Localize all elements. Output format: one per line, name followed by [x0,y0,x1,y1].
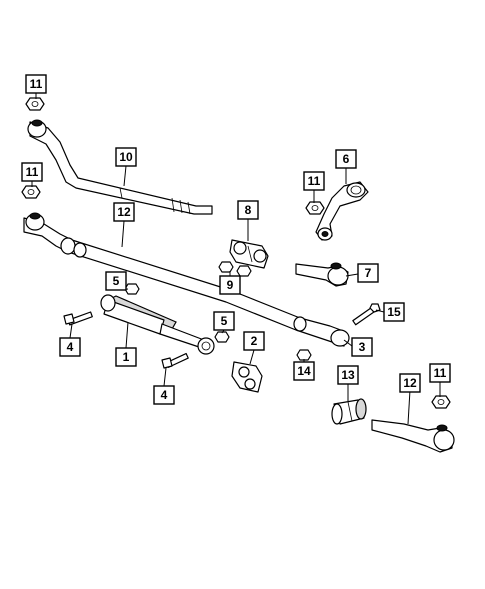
drag-link [23,212,350,347]
callout-label: 6 [343,152,350,166]
callout-9: 9 [219,275,241,295]
callout-label: 3 [359,340,366,354]
tie-rod-upper [27,119,213,215]
callout-11-mid-left: 11 [21,162,43,182]
callout-label: 4 [67,340,74,354]
callout-label: 2 [251,334,258,348]
tie-rod-end-12 [371,419,455,453]
callout-4-left: 4 [59,337,81,357]
callout-4-right: 4 [153,385,175,405]
callout-label: 15 [387,305,401,319]
callout-label: 14 [297,364,311,378]
damper-bracket [229,239,269,269]
callout-label: 13 [341,368,355,382]
callout-label: 12 [403,376,417,390]
callout-label: 8 [245,203,252,217]
callout-15: 15 [383,302,405,322]
callout-2: 2 [243,331,265,351]
callout-5-left: 5 [105,271,127,291]
tie-rod-end-7 [295,262,349,287]
callout-12-lower: 12 [399,373,421,393]
callout-6: 6 [335,149,357,169]
nuts-9 [218,261,252,277]
callout-3: 3 [351,337,373,357]
callout-12-upper: 12 [113,202,135,222]
callout-label: 7 [365,266,372,280]
callout-5-right: 5 [213,311,235,331]
callout-label: 5 [221,314,228,328]
bolt-15 [352,303,381,326]
bolt-4-right [161,352,189,369]
callout-label: 11 [308,174,321,188]
callout-11-lower-right: 11 [429,363,451,383]
callout-label: 11 [434,366,447,380]
nut-11-upper [25,97,45,111]
steering-damper [100,294,215,355]
callout-label: 11 [30,77,43,91]
callout-1: 1 [115,347,137,367]
leader-lines [31,93,441,425]
bracket-2 [231,361,263,393]
callout-14: 14 [293,361,315,381]
callout-7: 7 [357,263,379,283]
callout-10: 10 [115,147,137,167]
pitman-arm [315,181,369,241]
nut-11-lower [21,185,41,199]
callout-label: 10 [119,150,133,164]
callout-label: 1 [123,350,130,364]
callout-11-pitman: 11 [303,171,325,191]
nut-14 [296,349,312,361]
callout-8: 8 [237,200,259,220]
bolt-4-left [63,311,93,326]
nut-5-right [214,331,230,343]
callout-11-top-left: 11 [25,74,47,94]
callout-label: 9 [227,278,234,292]
callout-label: 4 [161,388,168,402]
callout-label: 5 [113,274,120,288]
callout-label: 12 [117,205,131,219]
adjuster-sleeve [331,398,367,425]
nut-11-pitman [305,201,325,215]
callout-13: 13 [337,365,359,385]
nut-11-lower-right [431,395,451,409]
callout-label: 11 [26,165,39,179]
